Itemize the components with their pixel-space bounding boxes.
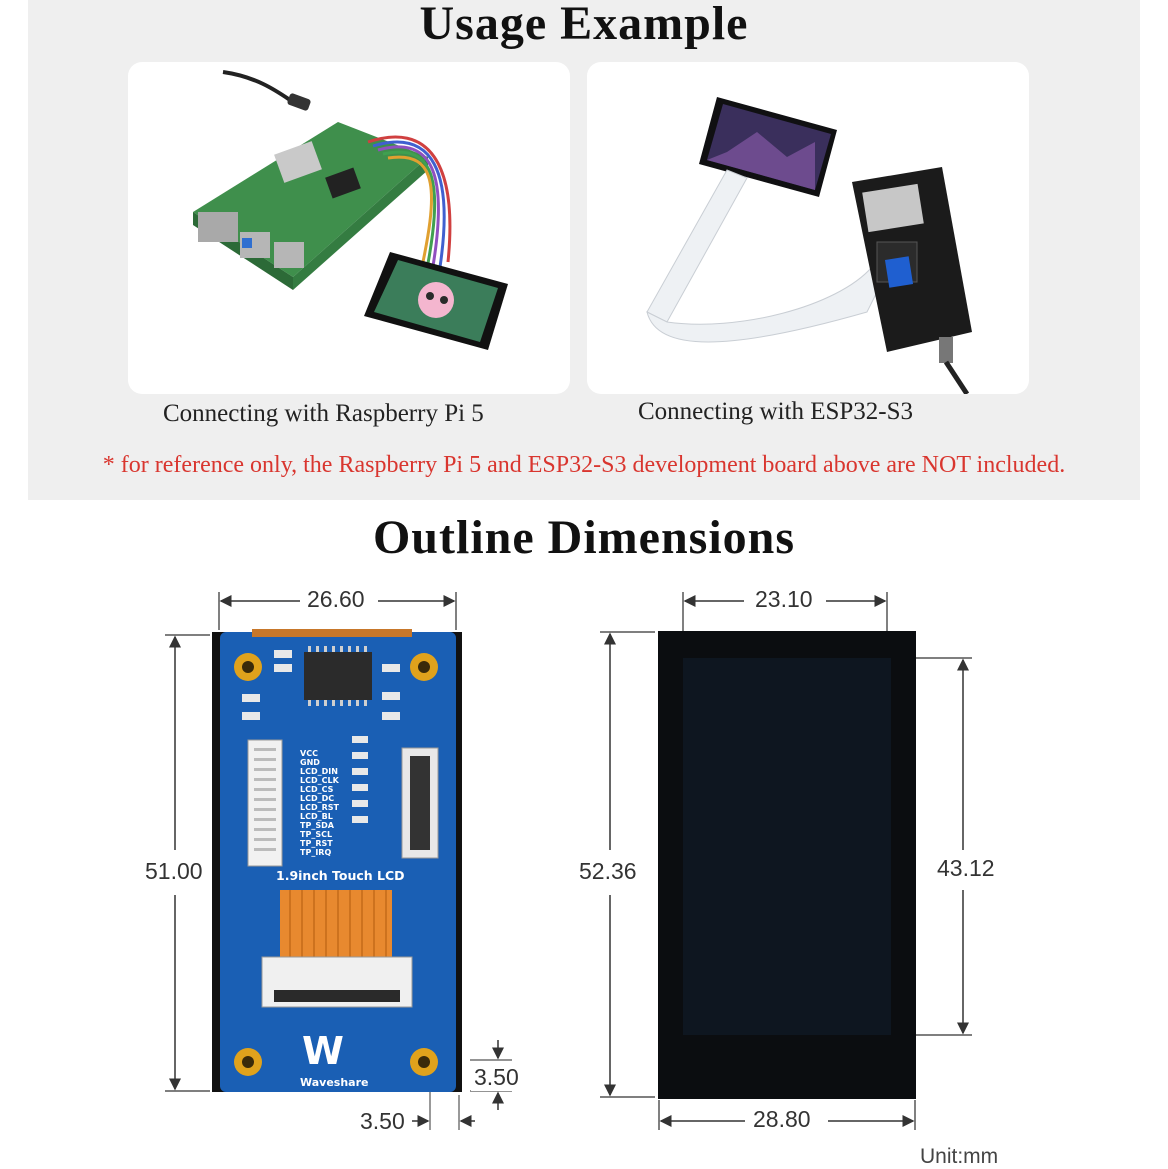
pin-label: TP_SDA [300,821,335,830]
board-label: 1.9inch Touch LCD [276,868,405,883]
reference-note: * for reference only, the Raspberry Pi 5… [102,452,1066,478]
front-width-label: 26.60 [304,586,368,613]
outline-title: Outline Dimensions [372,511,796,564]
pin-label: LCD_DIN [300,767,338,776]
hole-offset-y-label: 3.50 [471,1064,522,1091]
front-height-label: 51.00 [142,858,206,885]
unit-label: Unit:mm [920,1145,999,1168]
pin-label: LCD_DC [300,794,334,803]
pin-label: GND [300,758,320,767]
pin-label: VCC [300,749,318,758]
pin-label: LCD_CS [300,785,334,794]
pin-label: TP_SCL [300,830,332,839]
raspberry-pi-caption: Connecting with Raspberry Pi 5 [163,400,484,427]
pin-label: LCD_CLK [300,776,340,785]
active-height-label: 43.12 [934,855,998,882]
waveshare-logo: W [302,1029,344,1073]
panel-width-label: 28.80 [750,1106,814,1133]
back-panel [658,631,916,1099]
pin-label: TP_IRQ [300,848,331,857]
active-width-label: 23.10 [752,586,816,613]
brand-label: Waveshare [300,1076,368,1089]
esp32-caption: Connecting with ESP32-S3 [638,398,914,425]
pin-label: TP_RST [300,839,333,848]
hole-offset-x-label: 3.50 [357,1108,408,1135]
panel-height-label: 52.36 [576,858,640,885]
front-board: VCC GND LCD_DIN LCD_CLK LCD_CS LCD_DC LC… [212,629,462,1092]
raspberry-pi-photo [128,62,570,394]
esp32-photo [587,62,1029,394]
pin-label: LCD_RST [300,803,340,812]
pin-labels: VCC GND LCD_DIN LCD_CLK LCD_CS LCD_DC LC… [300,749,340,857]
usage-title: Usage Example [419,0,749,50]
pin-label: LCD_BL [300,812,333,821]
esp32-illustration [646,97,972,394]
raspberry-pi-illustration [193,70,508,350]
